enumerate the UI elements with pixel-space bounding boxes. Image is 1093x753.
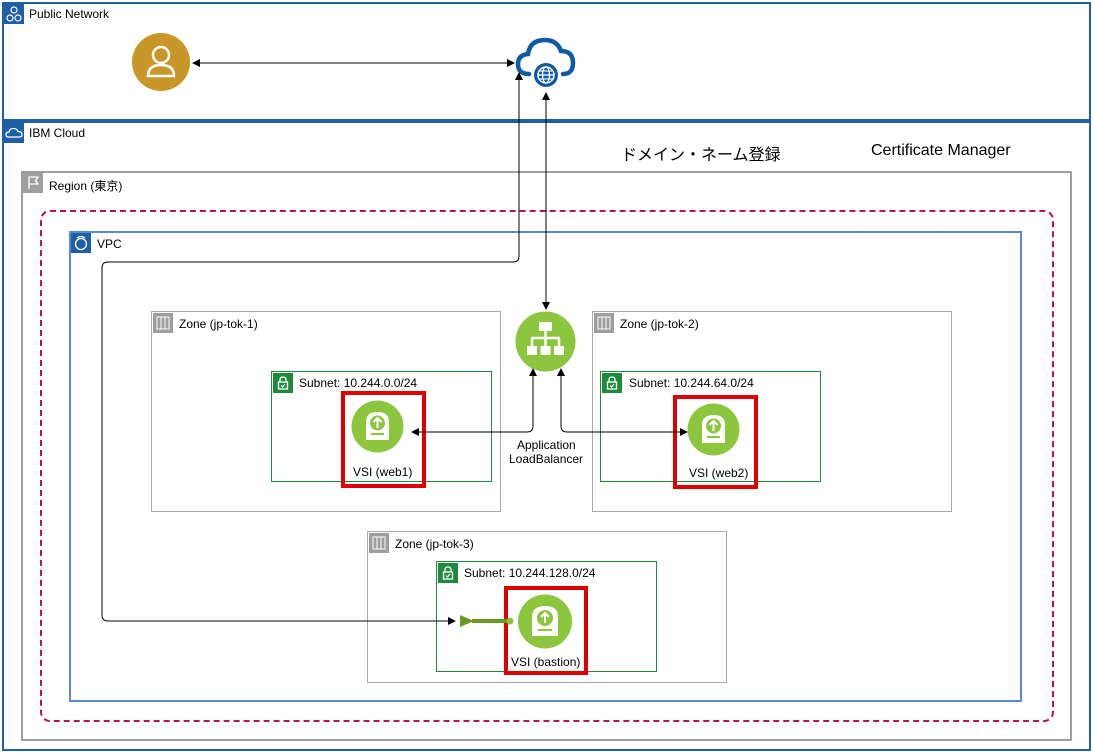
vsi-icon: [687, 403, 740, 456]
public-network-icon: [4, 4, 24, 24]
vpc-icon: [71, 233, 91, 253]
subnet-2-label: Subnet: 10.244.64.0/24: [629, 376, 754, 390]
zone-icon: [369, 533, 389, 553]
vsi-icon: [351, 400, 404, 453]
region-label: Region (東京): [49, 179, 123, 193]
vsi-icon: [515, 594, 575, 649]
vsi-bastion-highlight[interactable]: [504, 586, 588, 675]
subnet-lock-icon: [438, 563, 458, 583]
subnet-lock-icon: [602, 373, 622, 393]
ibm-cloud-icon: [4, 123, 24, 143]
certificate-manager: Certificate Manager: [871, 142, 1011, 159]
load-balancer-icon: [515, 311, 576, 372]
internet-cloud-icon: [515, 30, 577, 92]
zone-icon: [594, 313, 614, 333]
vpc-label: VPC: [97, 237, 122, 251]
zone-1-label: Zone (jp-tok-1): [179, 317, 258, 331]
vsi-web2-label: VSI (web2): [689, 466, 749, 480]
vsi-bastion-label: VSI (bastion): [511, 655, 581, 669]
vsi-web1-label: VSI (web1): [353, 465, 413, 479]
ibm-cloud-label: IBM Cloud: [29, 126, 86, 140]
subnet-1-label: Subnet: 10.244.0.0/24: [299, 376, 418, 390]
zone-2-label: Zone (jp-tok-2): [620, 317, 699, 331]
alb-label-line1: Application: [517, 438, 576, 452]
zone-icon: [153, 313, 173, 333]
zone-3-label: Zone (jp-tok-3): [395, 537, 474, 551]
user-icon: [131, 32, 191, 92]
subnet-3-label: Subnet: 10.244.128.0/24: [464, 566, 596, 580]
alb-label-line2: LoadBalancer: [509, 452, 584, 466]
subnet-lock-icon: [273, 373, 293, 393]
public-network-label: Public Network: [29, 7, 110, 21]
vsi-web2-highlight[interactable]: [673, 395, 758, 489]
region-flag-icon: [23, 173, 43, 193]
domain-name-registration: ドメイン・ネーム登録: [621, 145, 781, 164]
